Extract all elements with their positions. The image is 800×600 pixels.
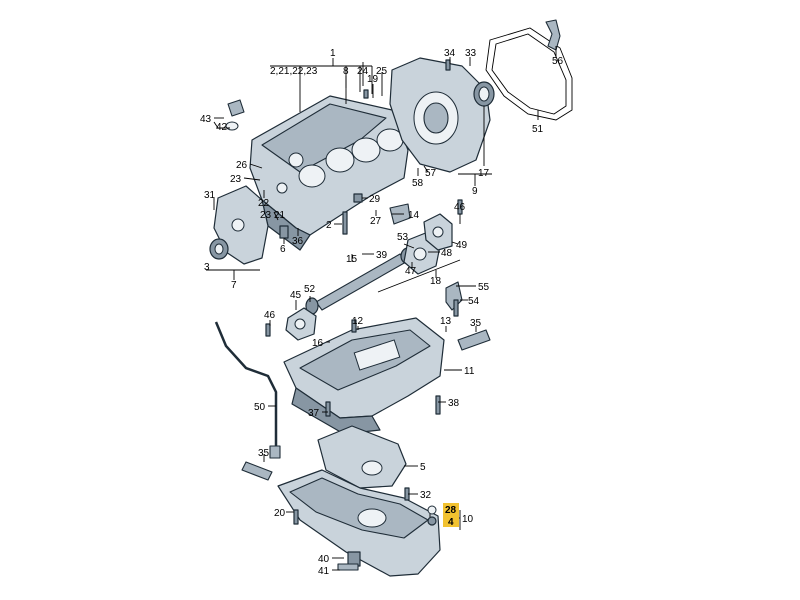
callout-17: 17 xyxy=(478,168,490,179)
callout-23b: 23 xyxy=(260,210,272,221)
callout-50: 50 xyxy=(254,402,266,413)
callout-20: 20 xyxy=(274,508,286,519)
callout-38: 38 xyxy=(448,398,460,409)
callout-45: 45 xyxy=(290,290,302,301)
callout-5: 5 xyxy=(420,462,426,473)
callout-32: 32 xyxy=(420,490,432,501)
callout-35b: 35 xyxy=(258,448,270,459)
callout-31: 31 xyxy=(204,190,216,201)
callout-2: 2 xyxy=(326,220,332,231)
callout-8: 8 xyxy=(343,66,349,77)
callout-27: 27 xyxy=(370,216,382,227)
mount-bracket-part xyxy=(423,213,453,251)
lower-oil-pan-part xyxy=(277,469,441,577)
callout-58: 58 xyxy=(412,178,424,189)
callout-22: 22 xyxy=(258,198,270,209)
callout-39: 39 xyxy=(376,250,388,261)
drive-shaft-part xyxy=(305,247,416,315)
callout-28: 28 xyxy=(445,505,457,516)
drain-plug-part xyxy=(337,551,361,571)
callout-16: 16 xyxy=(312,338,324,349)
callout-54: 54 xyxy=(468,296,480,307)
callout-41: 41 xyxy=(318,566,330,577)
callout-55: 55 xyxy=(478,282,490,293)
callout-49: 49 xyxy=(456,240,468,251)
callout-35a: 35 xyxy=(470,318,482,329)
callout-15: 15 xyxy=(346,254,358,265)
sealant-tube-part xyxy=(241,329,491,481)
callout-19: 19 xyxy=(367,74,379,85)
rear-bearing-part xyxy=(285,307,317,341)
callout-25: 25 xyxy=(376,66,388,77)
callout-26: 26 xyxy=(236,160,248,171)
engine-block-part xyxy=(249,95,409,251)
callout-3: 3 xyxy=(204,262,210,273)
callout-7: 7 xyxy=(231,280,237,291)
callout-4: 4 xyxy=(448,517,454,528)
dipstick-tube-part xyxy=(214,321,281,459)
callout-46a: 46 xyxy=(454,202,466,213)
rear-gasket-part xyxy=(485,27,573,121)
callout-9: 9 xyxy=(472,186,478,197)
callout-46b: 46 xyxy=(264,310,276,321)
callout-42: 42 xyxy=(216,122,228,133)
callout-12: 12 xyxy=(352,316,364,327)
callout-40: 40 xyxy=(318,554,330,565)
callout-56: 56 xyxy=(552,56,564,67)
sensor-part xyxy=(225,99,245,131)
callout-51: 51 xyxy=(532,124,544,135)
callout-33: 33 xyxy=(465,48,477,59)
callout-52: 52 xyxy=(304,284,316,295)
upper-oil-pan-part xyxy=(283,317,445,435)
callout-47: 47 xyxy=(405,266,417,277)
callout-36: 36 xyxy=(292,236,304,247)
callout-18: 18 xyxy=(430,276,442,287)
callout-23a: 23 xyxy=(230,174,242,185)
callout-14: 14 xyxy=(408,210,420,221)
highlight-boxes xyxy=(427,503,459,527)
callout-21: 21 xyxy=(274,210,286,221)
callout-10: 10 xyxy=(462,514,474,525)
bracket-part xyxy=(545,19,561,51)
callout-37: 37 xyxy=(308,408,320,419)
callout-24: 24 xyxy=(357,66,369,77)
callout-29: 29 xyxy=(369,194,381,205)
callout-53: 53 xyxy=(397,232,409,243)
front-seal-part xyxy=(209,238,229,260)
leader-lines xyxy=(206,46,557,571)
callout-11: 11 xyxy=(464,366,475,377)
callout-34: 34 xyxy=(444,48,456,59)
callout-48: 48 xyxy=(441,248,453,259)
callout-57: 57 xyxy=(425,168,437,179)
baffle-plate-part xyxy=(317,425,407,489)
callout-43: 43 xyxy=(200,114,212,125)
callout-6: 6 xyxy=(280,244,286,255)
callout-labels: 1 2,21,22,23 8 24 25 19 34 33 56 43 42 5… xyxy=(200,48,564,577)
bolt-set-part xyxy=(265,59,463,525)
callout-13: 13 xyxy=(440,316,452,327)
callout-1-sub: 2,21,22,23 xyxy=(270,66,318,77)
callout-1: 1 xyxy=(330,48,336,59)
seal-ring-part xyxy=(473,81,495,107)
